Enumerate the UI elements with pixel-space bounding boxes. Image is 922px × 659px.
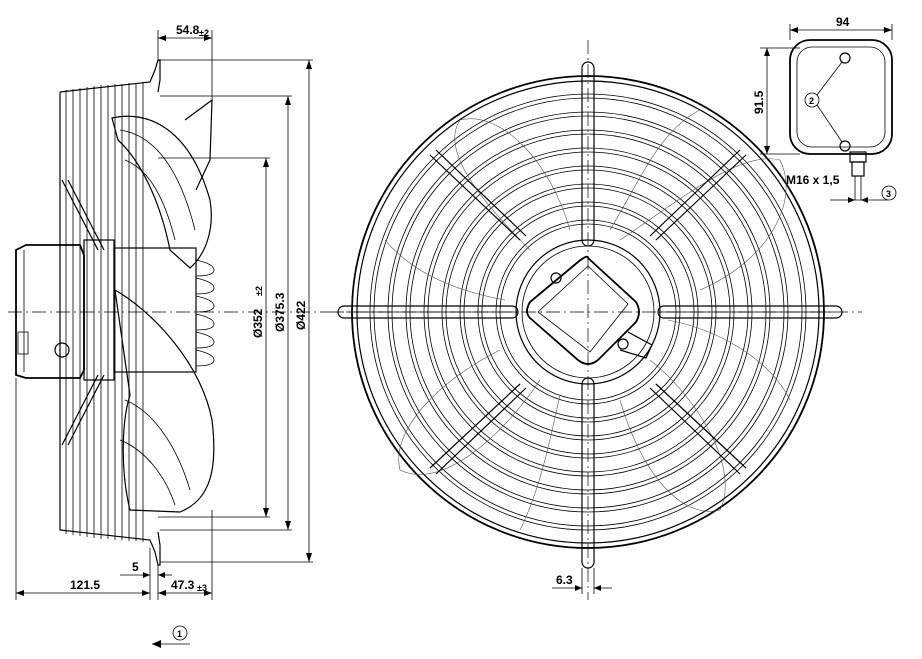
dim-121-5-label: 121.5 [70, 578, 100, 592]
dim-352-label: Ø352 [251, 308, 265, 338]
side-cable-gland [54, 342, 70, 358]
dim-6-3-label: 6.3 [556, 573, 573, 587]
dim-54-8-tol: ±2 [199, 28, 209, 38]
dim-422-label: Ø422 [294, 300, 308, 330]
terminal-screw-bottom-icon [839, 140, 851, 152]
side-strut-bottom [61, 374, 99, 446]
dim-375-label: Ø375.3 [273, 292, 287, 332]
callout-2-leader-bottom [816, 104, 843, 143]
side-view: Ø352 ±2 Ø375.3 Ø422 54.8 ±2 [8, 23, 330, 600]
terminal-cable-gland-nut [851, 161, 865, 177]
airflow-callout: 1 [152, 625, 190, 648]
dim-352: Ø352 ±2 [251, 158, 269, 517]
terminal-box-detail: 2 M16 x 1,5 3 94 91.5 [752, 15, 897, 203]
side-rotor-fins [195, 259, 215, 367]
side-blade-lower [114, 288, 215, 513]
dim-5-label: 5 [132, 560, 139, 574]
terminal-box-outline [789, 39, 893, 155]
front-motor-housing-inner [537, 265, 629, 353]
callout-2-circle [804, 92, 820, 108]
side-blade-upper [111, 115, 212, 269]
dim-94-label: 94 [836, 15, 850, 29]
dim-94: 94 [789, 15, 893, 40]
side-blade-upper-tip [184, 98, 213, 191]
dim-422: Ø422 [294, 60, 312, 562]
callout-2-leader-top [816, 61, 843, 96]
dim-47-3-tol: ±3 [197, 583, 207, 593]
dim-91-5: 91.5 [752, 47, 800, 155]
front-guard-bar-vertical [581, 61, 595, 569]
side-rotor [113, 247, 197, 373]
side-strut-bottom-2 [67, 374, 105, 446]
callout-3-arrows [848, 197, 868, 203]
dim-352-tol: ±2 [254, 286, 264, 296]
side-blade-upper-rib [119, 129, 196, 231]
terminal-box-inner [796, 46, 886, 148]
side-strut-top-2 [67, 179, 105, 251]
callout-2-label: 2 [809, 96, 814, 106]
dim-5: 5 [120, 560, 172, 578]
front-guard-bar-horizontal [337, 305, 843, 319]
dim-54-8: 54.8 ±2 [157, 23, 213, 100]
front-screw-bottom-icon [617, 338, 629, 350]
side-strut-top [61, 179, 99, 251]
side-blade-lower-rib [124, 399, 191, 491]
side-guard-outline [59, 59, 161, 566]
dim-47-3-label: 47.3 [171, 578, 195, 592]
side-blade-lower-rib-2 [119, 439, 176, 506]
front-impeller-blades [384, 109, 791, 531]
dim-375: Ø375.3 [273, 96, 291, 530]
dim-6-3: 6.3 [552, 568, 612, 594]
front-guard-struts [429, 149, 747, 475]
callout-3-label: 3 [886, 189, 891, 199]
airflow-arrow-icon [152, 640, 161, 648]
front-view: 6.3 [330, 40, 862, 600]
dim-47-3: 47.3 ±3 [158, 578, 212, 596]
side-guard-ribs [65, 82, 144, 542]
cable-gland-label: M16 x 1,5 [786, 173, 840, 187]
side-terminal-box [15, 244, 85, 379]
terminal-screw-top-icon [839, 52, 851, 64]
side-terminal-lug [17, 331, 29, 355]
callout-1-label: 1 [177, 629, 182, 639]
side-blade-upper-rib-2 [124, 159, 176, 241]
front-cable-outlet [619, 331, 653, 359]
side-motor-body [83, 239, 115, 381]
dim-54-8-label: 54.8 [176, 23, 200, 37]
callout-3-circle [881, 185, 897, 201]
front-motor-housing [526, 255, 640, 365]
dim-121-5: 121.5 [16, 578, 150, 596]
dim-91-5-label: 91.5 [752, 90, 766, 114]
front-screw-top-icon [550, 272, 562, 284]
